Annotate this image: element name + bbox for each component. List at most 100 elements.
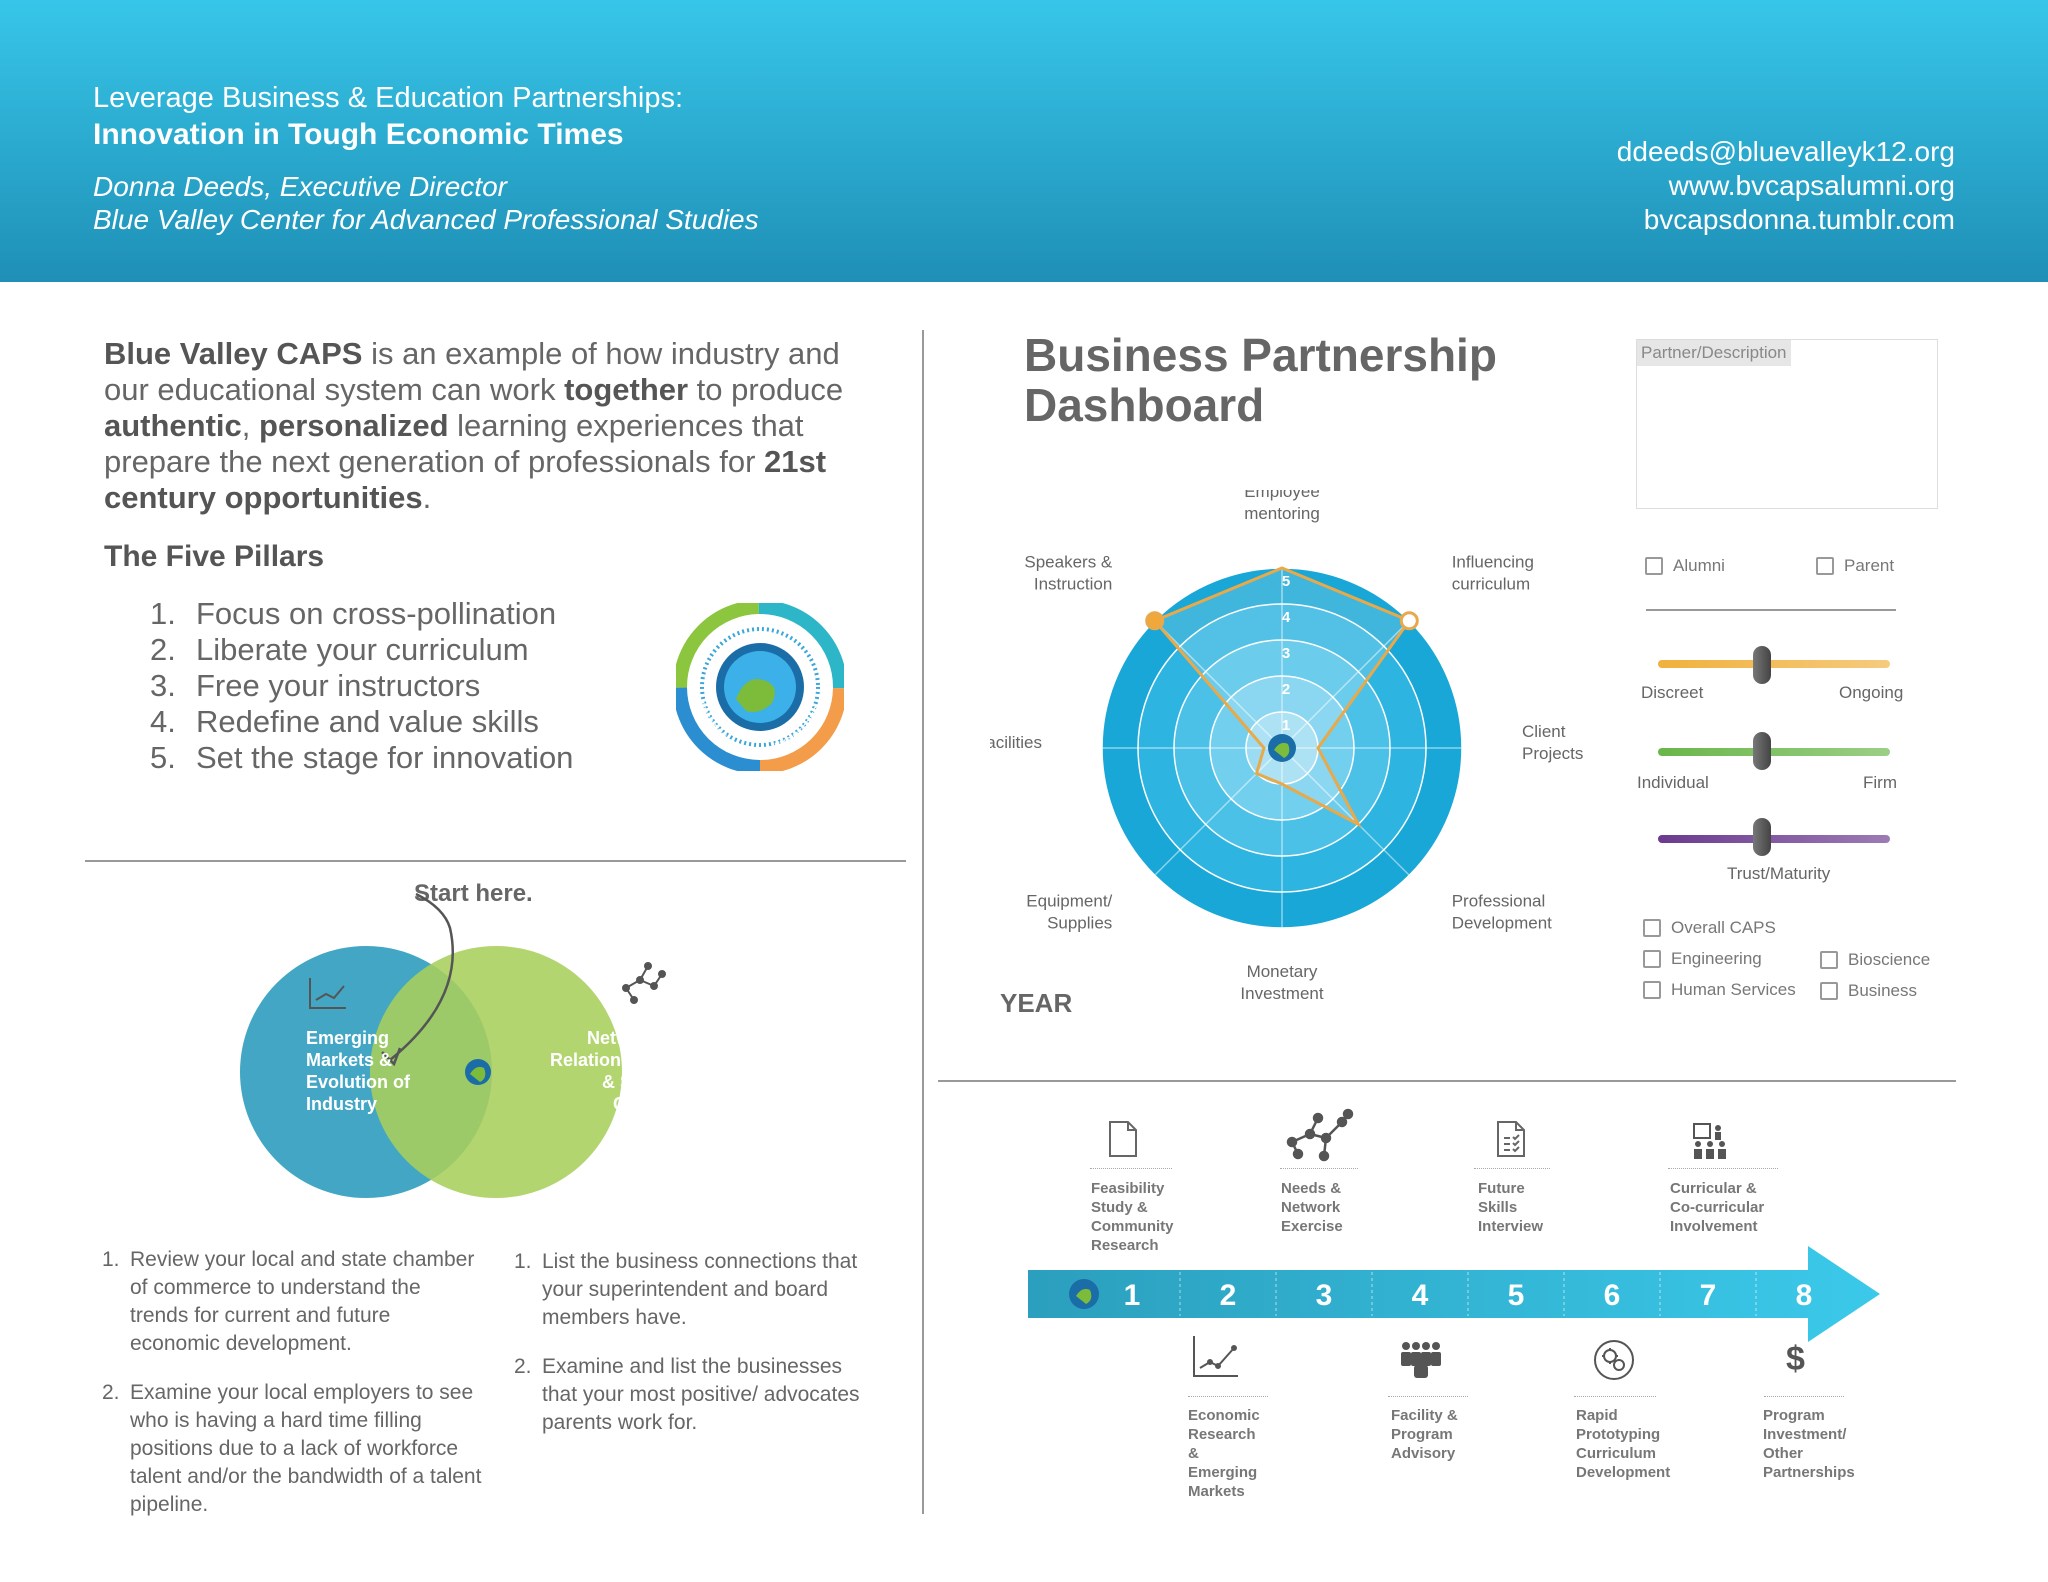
item-text: Redefine and value skills [196,704,539,739]
intro-text-4: learning experiences that prepare the ne… [104,408,804,479]
divider-dots [1668,1168,1778,1169]
item-text: Set the stage for innovation [196,740,574,775]
timeline-step-number: 3 [1316,1279,1333,1312]
item-number: 2. [514,1355,532,1378]
overall-caps-checkbox[interactable]: Overall CAPS [1643,918,1776,938]
step-3-label: Needs & Network Exercise [1281,1180,1343,1235]
step-1-label: Feasibility Study & Community Research [1091,1180,1174,1254]
trust-maturity-slider[interactable] [1658,835,1890,843]
venn-right-line4: Capital [613,1094,673,1114]
checkbox-label: Parent [1844,556,1895,575]
contact-tumblr[interactable]: bvcapsdonna.tumblr.com [1643,204,1955,235]
chart-icon [1193,1336,1238,1377]
slider-left-label: Discreet [1641,683,1704,702]
slider-left-label: Individual [1637,773,1709,792]
item-text: Liberate your curriculum [196,632,529,667]
radar-point [1145,611,1165,631]
step-6-label: Rapid Prototyping Curriculum Development [1576,1407,1671,1481]
step-5-label: Future Skills Interview [1478,1180,1544,1235]
step-8-label: Program Investment/ Other Partnerships [1763,1407,1855,1481]
item-number: 5. [150,740,176,775]
radar-axis-label: Influencing [1452,552,1534,571]
discreet-ongoing-slider[interactable] [1658,660,1890,668]
individual-firm-slider[interactable] [1658,748,1890,756]
intro-strong-4: personalized [259,408,449,443]
timeline-step-number: 7 [1700,1279,1717,1312]
divider-dots [1474,1168,1550,1169]
dashboard-title-line1: Business Partnership [1024,329,1497,381]
group-icon [1401,1342,1441,1378]
venn-left-line2: Markets & [306,1050,392,1070]
timeline-step-number: 6 [1604,1279,1621,1312]
dollar-icon: $ [1786,1340,1805,1378]
venn-right-circle [370,946,622,1198]
partner-description-label: Partner/Description [1637,340,1791,366]
venn-left-line4: Industry [306,1094,377,1114]
steps-left: 1.Review your local and state chamber of… [102,1246,482,1540]
item-number: 1. [150,596,176,631]
dashboard-title: Business Partnership Dashboard [1024,330,1497,430]
radar-axis-line [1154,620,1283,749]
checkbox-label: Bioscience [1848,950,1931,969]
step-2-label: Economic Research & Emerging Markets [1188,1407,1260,1500]
pillars-list: 1.Focus on cross-pollination 2.Liberate … [150,596,573,776]
year-label: YEAR [1000,988,1073,1018]
radar-axis-label: curriculum [1452,574,1530,593]
intro-text-1: is an example of how industry and our ed… [104,336,840,407]
document-icon [1109,1121,1137,1157]
slider-center-label: Trust/Maturity [1727,864,1831,883]
bioscience-checkbox[interactable]: Bioscience [1820,950,1930,970]
step-4-label: Facility & Program Advisory [1391,1407,1458,1462]
checkbox-label: Alumni [1673,556,1725,575]
timeline-step-number: 5 [1508,1279,1525,1312]
radar-ring-label: 3 [1282,645,1290,662]
checklist-icon [1497,1121,1525,1157]
intro-strong-5: 21st century opportunities [104,444,827,515]
trend-chart-icon [309,978,346,1009]
list-item: 3.Free your instructors [150,668,573,704]
business-checkbox[interactable]: Business [1820,981,1917,1001]
radar-value-polygon [1152,566,1412,828]
radar-point [1399,611,1419,631]
contact-website[interactable]: www.bvcapsalumni.org [1668,170,1955,201]
human-services-checkbox[interactable]: Human Services [1643,980,1796,1000]
partner-description-box[interactable]: Partner/Description [1636,339,1938,509]
item-number: 3. [150,668,176,703]
venn-right-line2: Relationships, [550,1050,673,1070]
alumni-checkbox[interactable]: Alumni [1645,556,1725,576]
parent-checkbox[interactable]: Parent [1816,556,1894,576]
engineering-checkbox[interactable]: Engineering [1643,949,1762,969]
timeline-step-number: 1 [1124,1279,1141,1312]
slider-knob[interactable] [1753,732,1772,770]
radar-axis-label: Monetary [1247,962,1318,981]
intro-text-5: . [422,480,432,515]
slider-knob[interactable] [1753,646,1772,684]
radar-axis-label: Employee [1244,490,1320,501]
slider-knob[interactable] [1753,818,1772,856]
start-arrow [389,892,454,1061]
item-text: Review your local and state chamber of c… [130,1248,475,1355]
item-text: Examine your local employers to see who … [130,1381,482,1516]
list-item: 1.Review your local and state chamber of… [102,1246,482,1358]
radar-axis-label: Client [1522,722,1566,741]
right-divider [938,1080,1956,1082]
contact-email[interactable]: ddeeds@bluevalleyk12.org [1616,136,1955,167]
timeline-step-number: 4 [1412,1279,1429,1312]
checkbox-label: Overall CAPS [1671,918,1776,937]
radar-axis-label: mentoring [1244,504,1320,523]
list-item: 2. Liberate your curriculum [150,632,573,668]
radar-axis-label: Instruction [1034,574,1112,593]
caps-logo-badge: BIOSCIENCE HUMAN SERVICES BUSINESS ENGIN… [676,603,844,771]
radar-ring-label: 5 [1282,573,1290,590]
divider-dots [1388,1396,1468,1397]
network-icon [622,962,666,1004]
venn-diagram: Emerging Markets & Evolution of Industry… [240,892,673,1198]
item-text: List the business connections that your … [542,1250,858,1329]
intro-text-3: , [241,408,260,443]
item-number: 2. [150,632,176,667]
divider-dots [1574,1396,1656,1397]
intro-strong-1: Blue Valley CAPS [104,336,363,371]
radar-ring-label: 1 [1282,717,1290,734]
